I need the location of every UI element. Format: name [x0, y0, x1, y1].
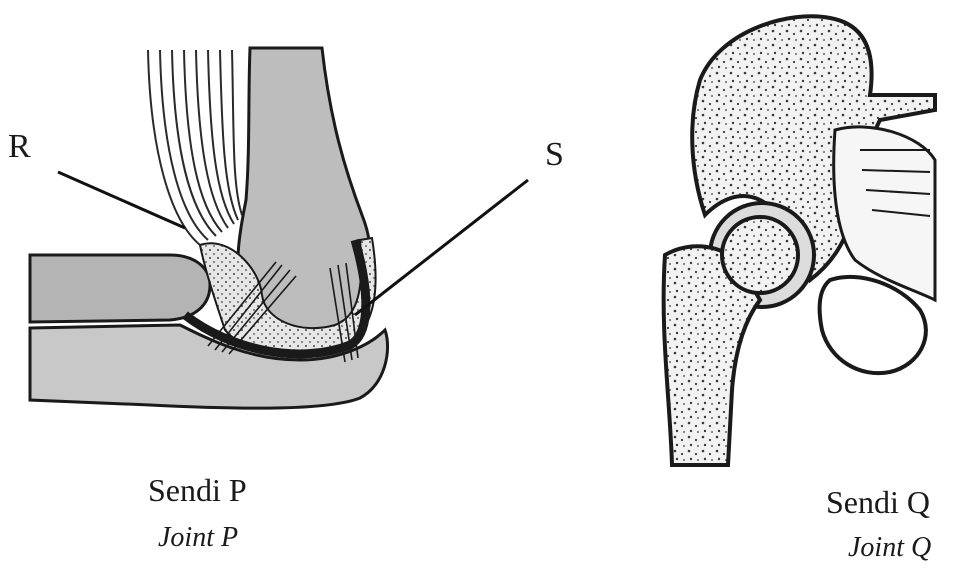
caption-joint-p-main: Sendi P: [148, 472, 247, 509]
elbow-joint-illustration: [30, 48, 528, 408]
r-pointer-line: [58, 172, 185, 228]
caption-joint-p-sub: Joint P: [158, 522, 238, 554]
caption-joint-q-sub: Joint Q: [848, 532, 931, 564]
radius-bone: [30, 255, 210, 322]
femoral-head: [722, 217, 798, 293]
s-pointer-line: [355, 180, 528, 315]
label-r: R: [8, 128, 31, 166]
hip-joint-illustration: [664, 16, 935, 465]
tendon-fibres: [148, 50, 242, 245]
caption-joint-q-main: Sendi Q: [826, 484, 930, 521]
pubic-bone: [820, 277, 926, 373]
label-s: S: [545, 136, 564, 174]
sacrum-region: [834, 127, 935, 300]
